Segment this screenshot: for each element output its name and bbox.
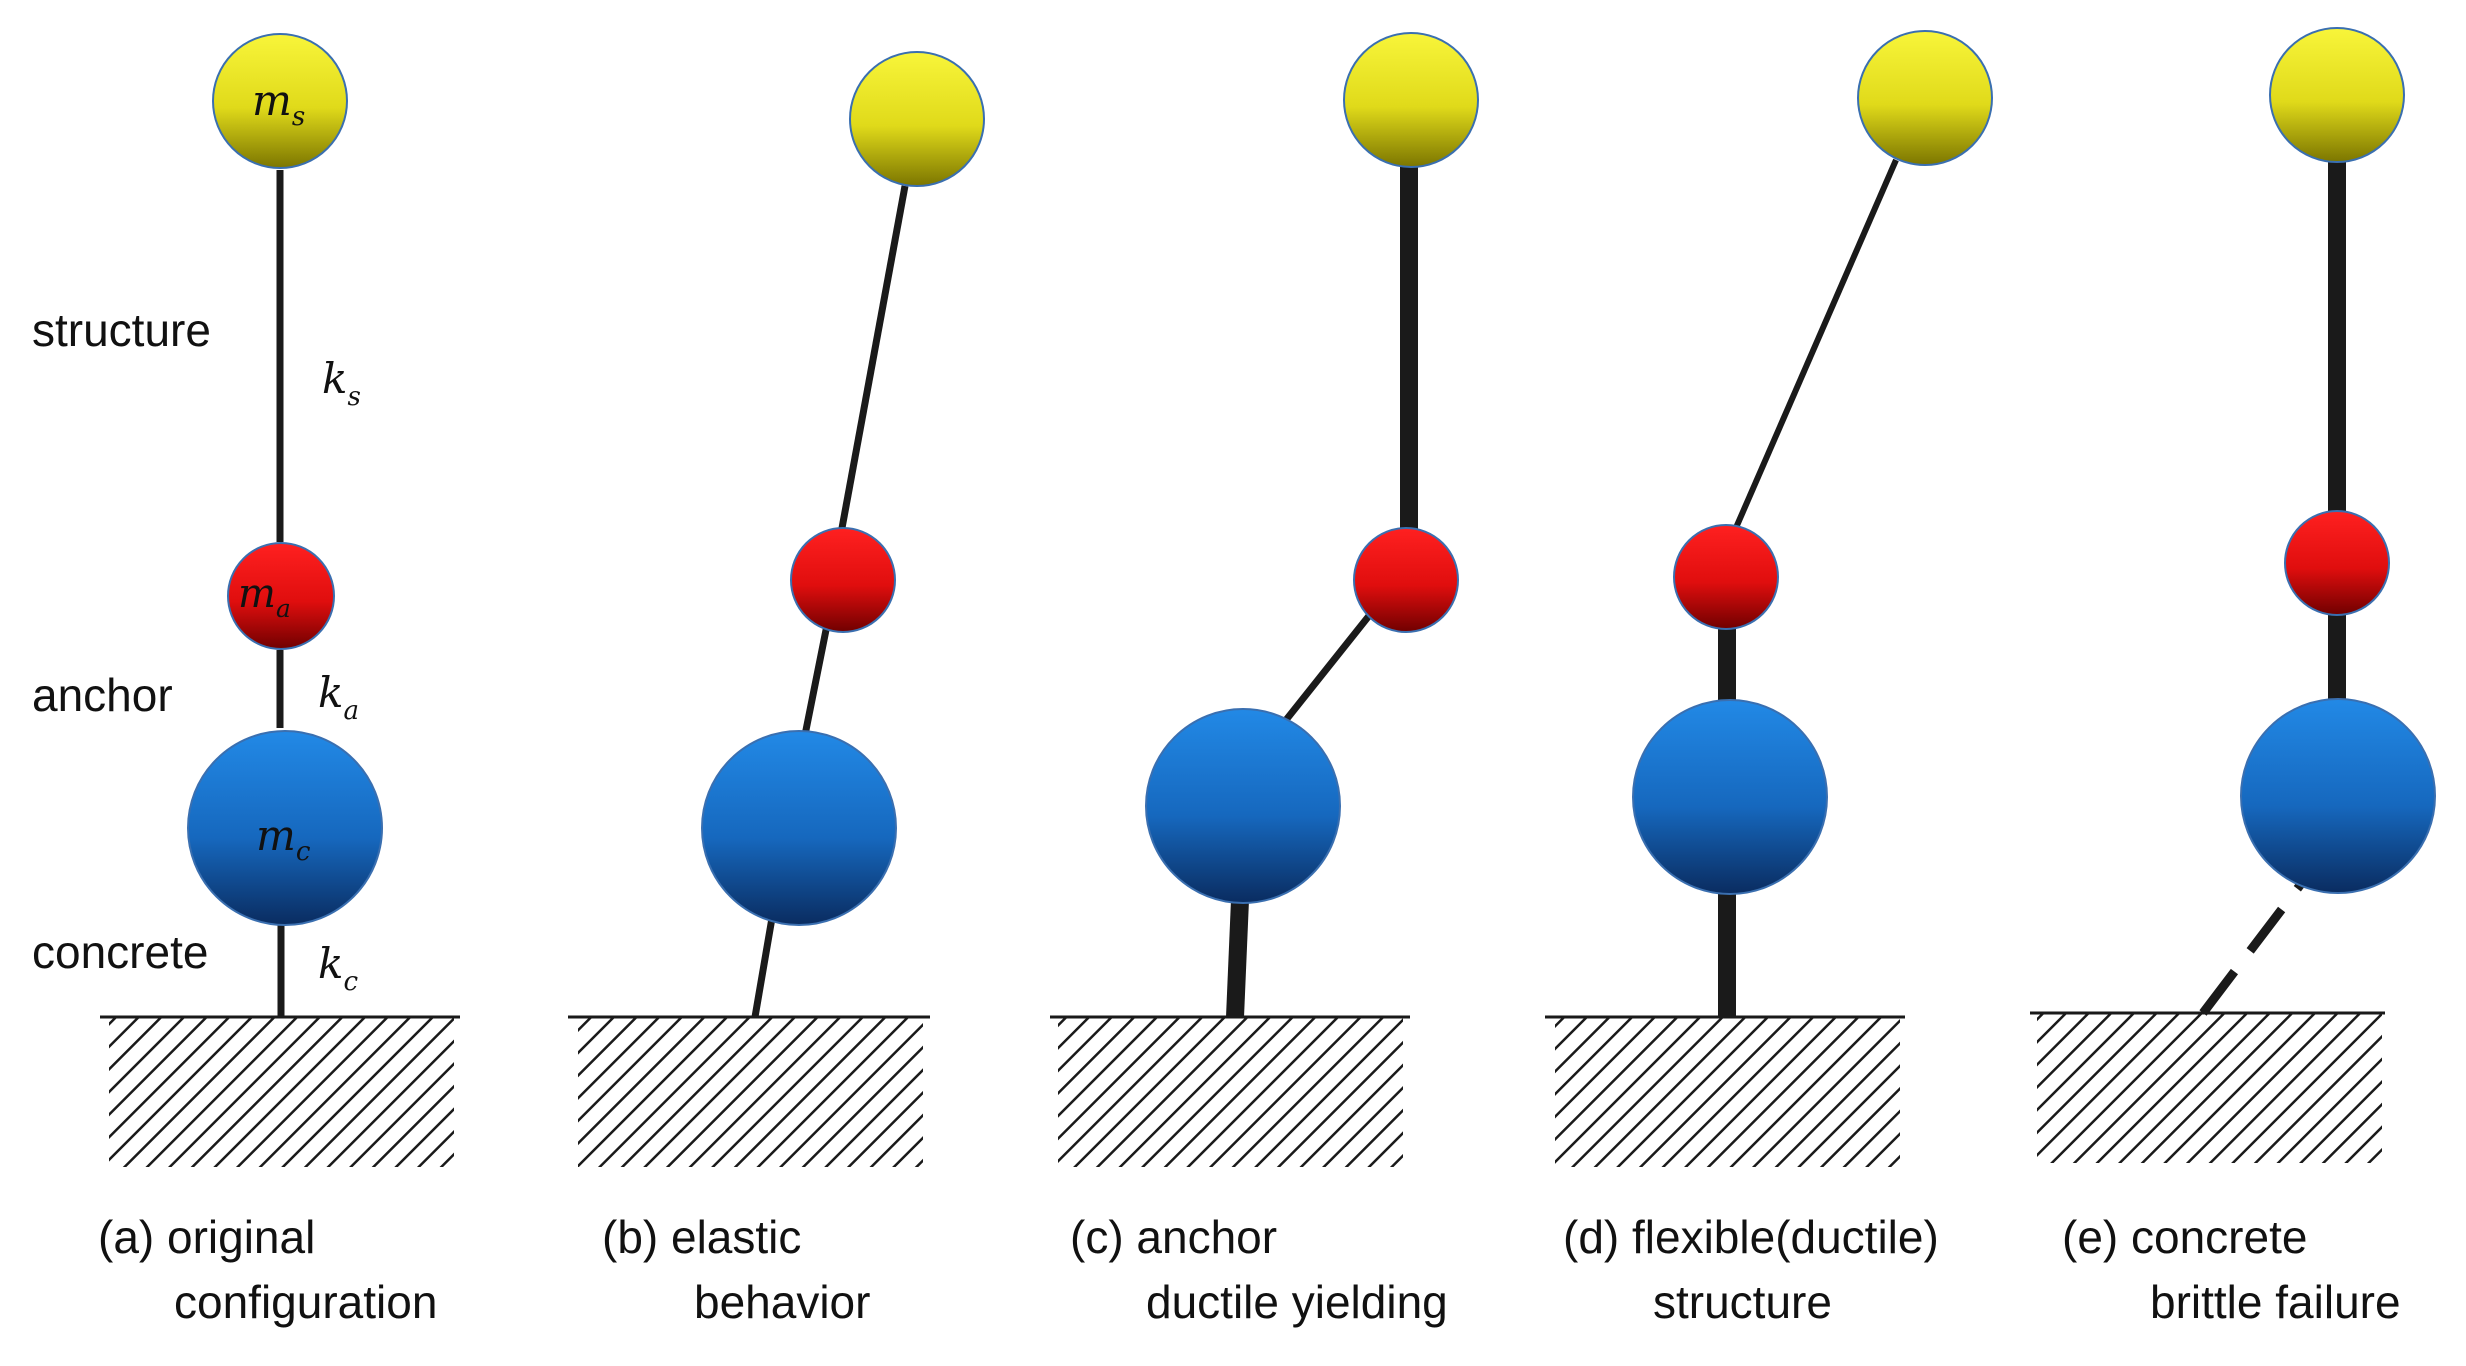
concrete-mass-c: [1145, 708, 1341, 904]
concrete-mass-e: [2240, 698, 2436, 894]
kc-symbol: kc: [318, 939, 358, 997]
structure-mass-b: [849, 51, 985, 187]
caption-a-line2: configuration: [174, 1276, 437, 1328]
structure-label: structure: [32, 304, 211, 356]
caption-e-line1: (e) concrete: [2062, 1211, 2307, 1263]
anchor-label: anchor: [32, 669, 173, 721]
spring-concrete-c: [1226, 899, 1249, 1018]
concrete-mass-a: [187, 730, 383, 926]
caption-a-line1: (a) original: [98, 1211, 315, 1263]
caption-d-line1: (d) flexible(ductile): [1563, 1211, 1939, 1263]
panel-d: (d) flexible(ductile) structure: [1545, 30, 1993, 1328]
ground-d: [1555, 1017, 1900, 1167]
spring-concrete-b: [751, 917, 776, 1018]
anchor-mass-c: [1353, 527, 1459, 633]
ground-b: [578, 1017, 923, 1167]
caption-c-line2: ductile yielding: [1146, 1276, 1448, 1328]
anchor-mass-e: [2284, 510, 2390, 616]
ka-symbol: ka: [318, 668, 359, 726]
ground-c: [1058, 1017, 1403, 1167]
caption-b-line1: (b) elastic: [602, 1211, 801, 1263]
concrete-mass-d: [1632, 699, 1828, 895]
caption-b-line2: behavior: [694, 1276, 870, 1328]
anchor-mass-b: [790, 527, 896, 633]
caption-c-line1: (c) anchor: [1070, 1211, 1277, 1263]
structure-mass-e: [2269, 27, 2405, 163]
spring-concrete-broken-e: [2199, 877, 2308, 1016]
concrete-label: concrete: [32, 926, 208, 978]
ground-e: [2037, 1013, 2382, 1163]
panel-b: (b) elastic behavior: [568, 51, 985, 1328]
caption-e-line2: brittle failure: [2150, 1276, 2401, 1328]
concrete-mass-b: [701, 730, 897, 926]
caption-d-line2: structure: [1653, 1276, 1832, 1328]
panel-c: (c) anchor ductile yielding: [1050, 32, 1479, 1328]
ks-symbol: ks: [322, 354, 361, 412]
panel-e: (e) concrete brittle failure: [2030, 27, 2436, 1328]
panel-a: ms ma mc ks ka kc structure anchor concr…: [32, 33, 460, 1328]
ms-symbol: ms: [252, 76, 305, 132]
structure-mass-d: [1857, 30, 1993, 166]
anchor-mass-a: [227, 542, 335, 650]
spring-anchor-b: [801, 619, 832, 736]
ground-a: [109, 1017, 454, 1167]
anchor-mass-d: [1673, 524, 1779, 630]
structure-mass-c: [1343, 32, 1479, 168]
structure-mass-a: [212, 33, 348, 169]
spring-anchor-c: [1279, 609, 1375, 728]
spring-structure-b: [838, 185, 909, 529]
spring-structure-d: [1732, 158, 1899, 532]
mc-symbol: mc: [256, 811, 311, 867]
ma-symbol: ma: [238, 571, 291, 623]
